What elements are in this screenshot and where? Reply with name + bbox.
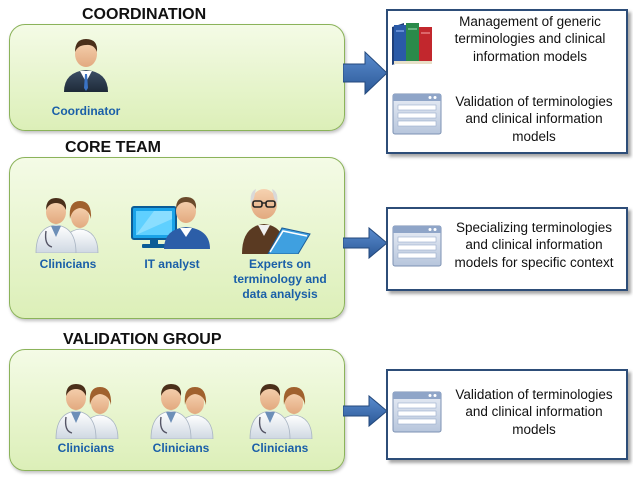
- arrow-core-team: [343, 226, 388, 260]
- section-title-core-team: CORE TEAM: [65, 139, 161, 156]
- form-icon: [392, 93, 442, 135]
- experts-label: Experts on terminology and data analysis: [233, 257, 327, 301]
- arrow-validation-group: [343, 394, 388, 428]
- expert-icon: [242, 189, 311, 254]
- arrow-coordination: [343, 50, 388, 96]
- output-text-management: Management of generic terminologies and …: [454, 14, 606, 64]
- clinicians-label: Clinicians: [39, 257, 97, 271]
- coordination-group: [9, 24, 345, 131]
- clinicians-icon: [249, 384, 313, 439]
- it-analyst-label: IT analyst: [144, 257, 200, 271]
- clinicians-label: Clinicians: [57, 441, 115, 455]
- section-title-coordination: COORDINATION: [82, 6, 207, 23]
- clinicians-label: Clinicians: [152, 441, 210, 455]
- output-text-validation-2: Validation of terminologies and clinical…: [455, 387, 613, 437]
- it-analyst-icon: [131, 197, 210, 249]
- clinicians-icon: [150, 384, 214, 439]
- coordinator-label: Coordinator: [51, 104, 121, 118]
- output-text-specializing: Specializing terminologies and clinical …: [454, 220, 614, 270]
- output-box-core-team: [386, 207, 628, 291]
- form-icon: [392, 391, 442, 433]
- clinicians-icon: [35, 198, 99, 253]
- clinicians-icon: [55, 384, 119, 439]
- section-title-validation-group: VALIDATION GROUP: [63, 331, 222, 348]
- clinicians-label: Clinicians: [251, 441, 309, 455]
- form-icon: [392, 225, 442, 267]
- output-text-validation-1: Validation of terminologies and clinical…: [455, 94, 613, 144]
- coordinator-icon: [64, 39, 108, 92]
- books-icon: [392, 23, 432, 65]
